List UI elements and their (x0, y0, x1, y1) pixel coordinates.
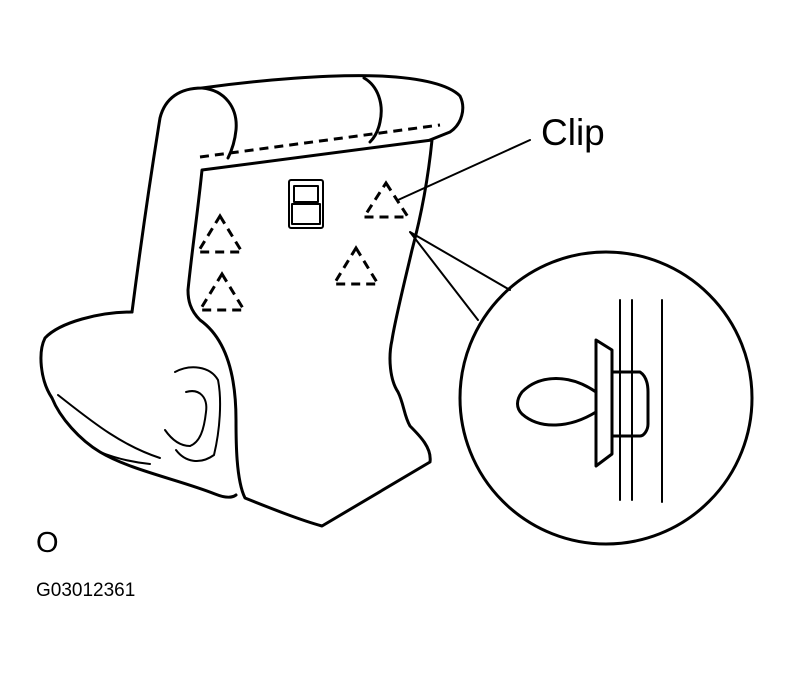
clip-marker-upper-right (361, 180, 411, 219)
seat-cushion (39, 310, 238, 499)
clip-marker-mid-right (331, 245, 381, 286)
figure-id: G03012361 (36, 580, 136, 601)
clip-leader-line (397, 139, 531, 201)
clip-tip (516, 377, 598, 427)
clip-marker-upper-left (195, 213, 245, 254)
clip-head (594, 338, 614, 468)
clip-body (610, 370, 650, 438)
seatback-rear-panel (186, 138, 434, 528)
release-lever (288, 179, 324, 229)
clip-marker-lower-left (197, 271, 247, 312)
callout-wedge (409, 231, 511, 321)
corner-mark: O (36, 527, 59, 559)
clip-detail-view (458, 250, 754, 546)
clip-label: Clip (541, 112, 605, 153)
seatback-top (130, 74, 465, 314)
